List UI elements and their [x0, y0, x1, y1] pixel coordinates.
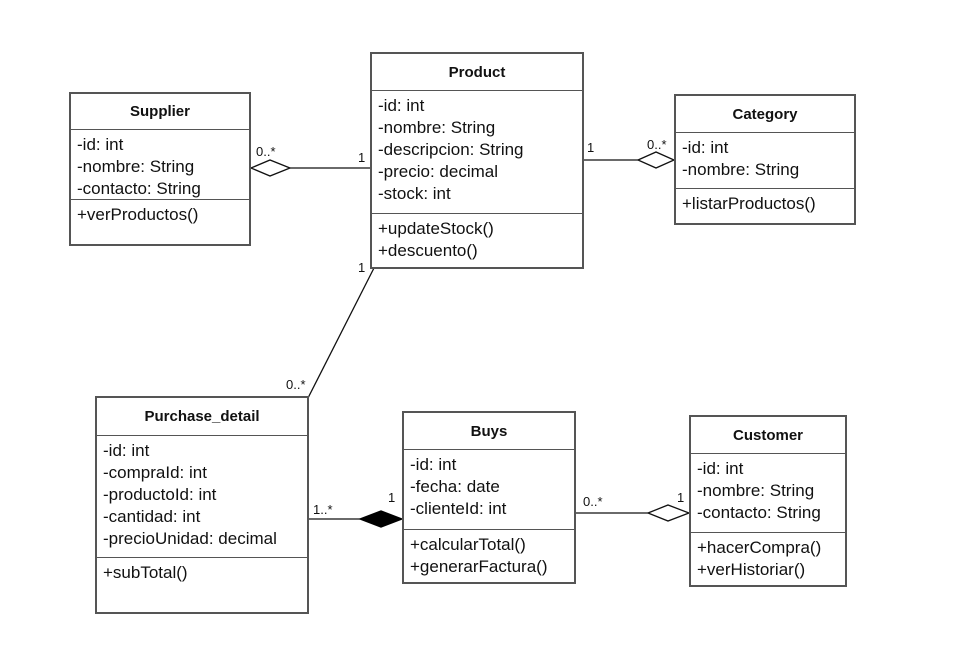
attribute: -contacto: String — [77, 179, 201, 198]
attribute: -productoId: int — [103, 485, 217, 504]
attribute: -compraId: int — [103, 463, 207, 482]
attributes-section: -id: int -nombre: String -descripcion: S… — [372, 91, 582, 214]
method: +updateStock() — [378, 219, 494, 238]
class-name: Product — [372, 54, 582, 91]
attribute: -id: int — [77, 135, 124, 154]
attribute: -precioUnidad: decimal — [103, 529, 277, 548]
attribute: -id: int — [103, 441, 150, 460]
attribute: -descripcion: String — [378, 140, 524, 159]
assoc-line-product-purchase-detail — [307, 267, 375, 399]
class-name: Purchase_detail — [97, 398, 307, 436]
attribute: -cantidad: int — [103, 507, 201, 526]
attribute: -stock: int — [378, 184, 451, 203]
mult-product-supplier-side: 1 — [358, 150, 366, 165]
methods-section: +verProductos() — [71, 200, 249, 230]
attribute: -nombre: String — [77, 157, 195, 176]
method: +subTotal() — [103, 563, 188, 582]
class-product[interactable]: Product -id: int -nombre: String -descri… — [370, 52, 584, 269]
attributes-section: -id: int -nombre: String -contacto: Stri… — [71, 130, 249, 200]
methods-section: +hacerCompra() +verHistoriar() — [691, 533, 845, 585]
mult-buys-purchase-side: 1 — [388, 490, 396, 505]
attribute: -contacto: String — [697, 503, 821, 522]
mult-purchase-detail-buys-side: 1..* — [313, 502, 333, 517]
attribute: -id: int — [410, 455, 457, 474]
mult-product-purchase-side: 1 — [358, 260, 366, 275]
composition-diamond-buys — [358, 510, 404, 528]
method: +descuento() — [378, 241, 478, 260]
class-name: Buys — [404, 413, 574, 450]
mult-product-category-side: 1 — [587, 140, 595, 155]
class-customer[interactable]: Customer -id: int -nombre: String -conta… — [689, 415, 847, 587]
attribute: -nombre: String — [682, 160, 800, 179]
class-supplier[interactable]: Supplier -id: int -nombre: String -conta… — [69, 92, 251, 246]
method: +listarProductos() — [682, 194, 816, 213]
attribute: -id: int — [697, 459, 744, 478]
method: +verHistoriar() — [697, 560, 806, 579]
class-buys[interactable]: Buys -id: int -fecha: date -clienteId: i… — [402, 411, 576, 584]
attributes-section: -id: int -nombre: String — [676, 133, 854, 189]
attributes-section: -id: int -fecha: date -clienteId: int — [404, 450, 574, 530]
aggregation-diamond-customer — [646, 504, 691, 522]
class-category[interactable]: Category -id: int -nombre: String +lista… — [674, 94, 856, 225]
method: +calcularTotal() — [410, 535, 526, 554]
methods-section: +calcularTotal() +generarFactura() — [404, 530, 574, 582]
methods-section: +subTotal() — [97, 558, 307, 588]
method: +hacerCompra() — [697, 538, 822, 557]
attribute: -clienteId: int — [410, 499, 507, 518]
class-name: Supplier — [71, 94, 249, 130]
attribute: -precio: decimal — [378, 162, 498, 181]
mult-customer-side: 1 — [677, 490, 685, 505]
attribute: -nombre: String — [378, 118, 496, 137]
attribute: -id: int — [378, 96, 425, 115]
class-name: Category — [676, 96, 854, 133]
attribute: -fecha: date — [410, 477, 500, 496]
methods-section: +listarProductos() — [676, 189, 854, 219]
method: +verProductos() — [77, 205, 199, 224]
attribute: -nombre: String — [697, 481, 815, 500]
methods-section: +updateStock() +descuento() — [372, 214, 582, 266]
mult-category-side: 0..* — [647, 137, 667, 152]
attribute: -id: int — [682, 138, 729, 157]
mult-purchase-detail-side: 0..* — [286, 377, 306, 392]
attributes-section: -id: int -compraId: int -productoId: int… — [97, 436, 307, 558]
mult-supplier-side: 0..* — [256, 144, 276, 159]
mult-buys-customer-side: 0..* — [583, 494, 603, 509]
aggregation-diamond-category — [636, 151, 676, 169]
class-purchase-detail[interactable]: Purchase_detail -id: int -compraId: int … — [95, 396, 309, 614]
class-name: Customer — [691, 417, 845, 454]
method: +generarFactura() — [410, 557, 548, 576]
attributes-section: -id: int -nombre: String -contacto: Stri… — [691, 454, 845, 533]
aggregation-diamond-supplier — [249, 159, 292, 177]
